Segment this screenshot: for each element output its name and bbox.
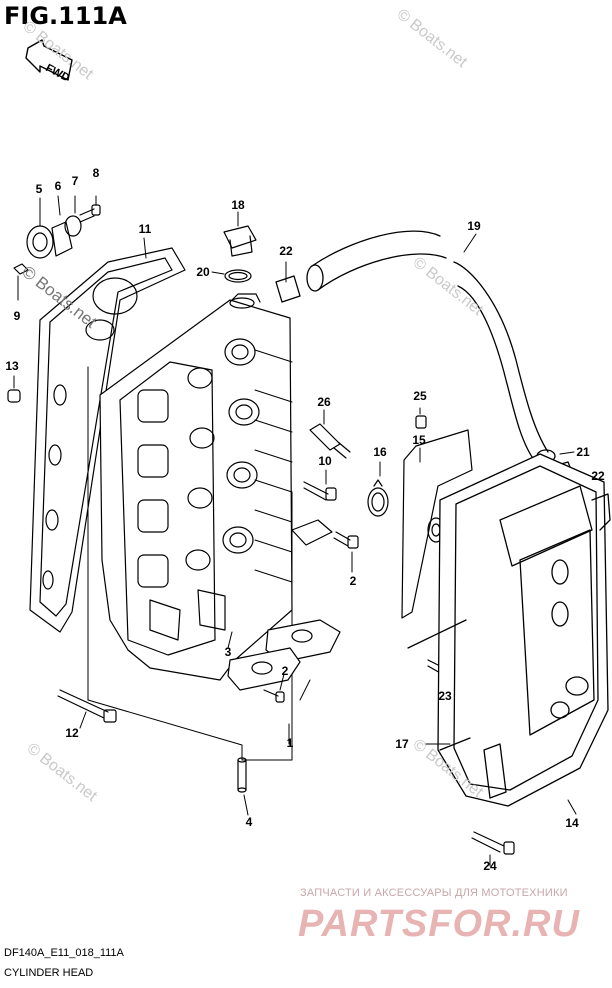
callout-9: 9 [13, 309, 21, 323]
callout-7: 7 [71, 174, 79, 188]
cylinder-head-cover [407, 453, 611, 815]
cam-bearing-ribs [254, 349, 293, 583]
figure-title: FIG.111A [4, 2, 127, 30]
dowel-pin [7, 375, 21, 403]
callout-15: 15 [412, 433, 426, 447]
leader-lines [143, 237, 311, 745]
callout-24: 24 [483, 859, 497, 873]
callout-12: 12 [65, 726, 79, 740]
callout-23: 23 [438, 689, 452, 703]
callout-1: 1 [286, 736, 294, 750]
callout-8: 8 [92, 166, 100, 180]
callout-20: 20 [196, 265, 210, 279]
callout-6: 6 [54, 179, 62, 193]
callout-13: 13 [5, 359, 19, 373]
callout-21: 21 [576, 445, 590, 459]
callout-11: 11 [138, 222, 152, 236]
callout-22: 22 [591, 469, 605, 483]
callout-19: 19 [467, 219, 481, 233]
callout-25: 25 [413, 389, 427, 403]
combustion-chambers [137, 389, 169, 588]
cam-cap [227, 519, 341, 691]
figure-code: DF140A_E11_018_111A [4, 947, 124, 959]
thermostat-assembly [13, 195, 101, 301]
callout-14: 14 [565, 816, 579, 830]
callout-10: 10 [318, 454, 332, 468]
callout-4: 4 [245, 815, 253, 829]
callout-2: 2 [281, 664, 289, 678]
callout-22: 22 [279, 244, 293, 258]
partsfor-tagline: ЗАПЧАСТИ И АКСЕССУАРЫ ДЛЯ МОТОТЕХНИКИ [300, 887, 568, 899]
callout-3: 3 [224, 645, 232, 659]
bolts [57, 407, 515, 867]
oil-filler-cap [211, 211, 257, 283]
callout-18: 18 [231, 198, 245, 212]
callout-17: 17 [395, 737, 409, 751]
callout-5: 5 [35, 182, 43, 196]
cylinder-head-block [99, 293, 293, 681]
callout-16: 16 [373, 445, 387, 459]
valve-ports [185, 338, 260, 571]
partsfor-logo: PARTSFOR.RU [298, 903, 580, 945]
breather-hose [275, 230, 583, 477]
callout-2: 2 [349, 574, 357, 588]
head-gasket [29, 247, 186, 633]
callout-26: 26 [317, 395, 331, 409]
spark-plug [309, 409, 351, 459]
figure-name: CYLINDER HEAD [4, 967, 94, 979]
